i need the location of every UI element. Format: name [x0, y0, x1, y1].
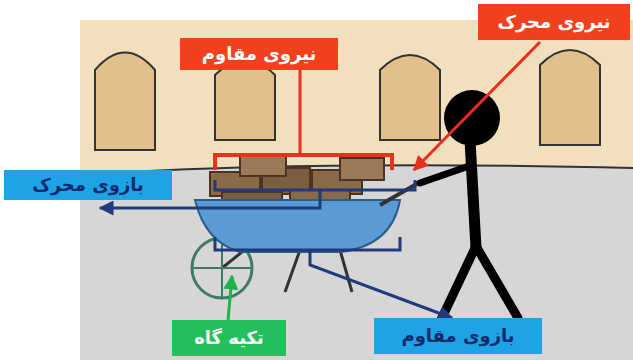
brick — [340, 158, 384, 180]
wheel-spoke — [192, 267, 252, 269]
bricks — [210, 156, 384, 206]
label-box: نیروی مقاوم — [180, 38, 338, 70]
label-text: نیروی مقاوم — [202, 44, 317, 64]
stick-figure — [420, 90, 518, 322]
label-box: تکیه گاه — [172, 320, 286, 356]
load-arm-bracket — [215, 237, 400, 250]
figure-body — [470, 140, 476, 248]
door — [95, 53, 155, 151]
brick — [240, 156, 286, 176]
figure-leg — [476, 246, 518, 318]
label-box: بازوی محرک — [4, 170, 172, 200]
door — [540, 50, 600, 145]
figure-arm — [420, 165, 472, 183]
doors — [95, 50, 600, 150]
leader-arrow — [414, 42, 540, 170]
door — [215, 60, 275, 140]
wheelbarrow — [192, 156, 420, 298]
label-text: بازوی محرک — [32, 175, 144, 195]
label-box: نیروی محرک — [478, 4, 630, 40]
load-bracket — [215, 155, 392, 170]
label-box: بازوی مقاوم — [374, 318, 542, 354]
leader-arrow — [228, 276, 232, 320]
label-text: بازوی مقاوم — [401, 326, 514, 346]
leader-arrow — [310, 250, 452, 318]
barrow-leg — [340, 250, 352, 292]
barrow-leg — [285, 250, 300, 292]
label-text: تکیه گاه — [194, 328, 264, 348]
leader-line — [299, 70, 302, 155]
effort-arm-bracket — [215, 180, 415, 190]
figure-leg — [440, 246, 476, 322]
label-text: نیروی محرک — [497, 12, 610, 32]
door — [380, 55, 440, 140]
